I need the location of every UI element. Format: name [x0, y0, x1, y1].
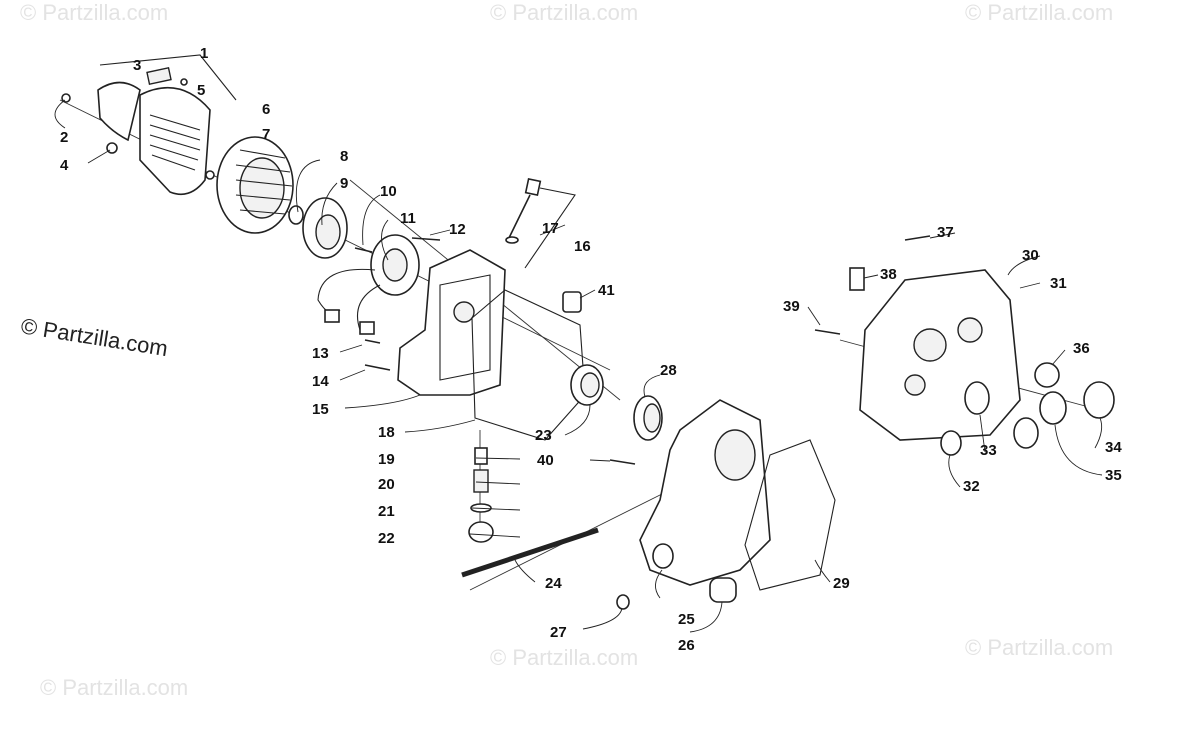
group-brackets	[99, 54, 576, 269]
bearings	[940, 362, 1115, 456]
callout-19: 19	[378, 451, 395, 468]
callout-25: 25	[678, 611, 695, 628]
callout-21: 21	[378, 503, 395, 520]
callout-8: 8	[340, 148, 348, 165]
callout-20: 20	[378, 476, 395, 493]
faint-watermarks: © Partzilla.com © Partzilla.com © Partzi…	[20, 0, 1113, 700]
oil-seals	[570, 364, 663, 441]
callout-23: 23	[535, 427, 552, 444]
callout-14: 14	[312, 373, 329, 390]
watermark-top-left: © Partzilla.com	[20, 0, 168, 25]
callout-33: 33	[980, 442, 997, 459]
watermark-bottom-center: © Partzilla.com	[490, 645, 638, 670]
callout-13: 13	[312, 345, 329, 362]
callout-39: 39	[783, 298, 800, 315]
callout-5: 5	[197, 82, 205, 99]
center-crankcase	[609, 399, 771, 586]
callout-3: 3	[133, 57, 141, 74]
oil-strainer-parts	[468, 447, 494, 543]
callout-29: 29	[833, 575, 850, 592]
flywheel-assembly	[205, 136, 348, 259]
callout-17: 17	[542, 220, 559, 237]
callout-34: 34	[1105, 439, 1122, 456]
right-gasket	[744, 439, 836, 591]
callout-2: 2	[60, 129, 68, 146]
callout-4: 4	[60, 157, 69, 174]
callout-labels: 1 2 3 4 5 6 7 8 9 10 11 12 13 14 15 16 1…	[60, 45, 1122, 654]
callout-35: 35	[1105, 467, 1122, 484]
callout-1: 1	[200, 45, 208, 62]
callout-36: 36	[1073, 340, 1090, 357]
callout-30: 30	[1022, 247, 1039, 264]
bushings	[616, 577, 737, 610]
watermark-main: © Partzilla.com	[19, 313, 169, 361]
callout-24: 24	[545, 575, 562, 592]
fan-shroud-assembly	[61, 67, 211, 196]
callout-41: 41	[598, 282, 615, 299]
callout-12: 12	[449, 221, 466, 238]
callout-15: 15	[312, 401, 329, 418]
callout-11: 11	[400, 210, 416, 227]
callout-27: 27	[550, 624, 567, 641]
watermark-bottom-left: © Partzilla.com	[40, 675, 188, 700]
stator-assembly	[317, 234, 441, 371]
leader-lines	[54, 99, 1103, 633]
right-crankcase-cover	[814, 235, 1021, 441]
callout-38: 38	[880, 266, 897, 283]
callout-22: 22	[378, 530, 395, 547]
callout-31: 31	[1050, 275, 1067, 292]
watermark-bottom-right: © Partzilla.com	[965, 635, 1113, 660]
callout-6: 6	[262, 101, 270, 118]
callout-37: 37	[937, 224, 954, 241]
watermark-top-center: © Partzilla.com	[490, 0, 638, 25]
dowel-41	[562, 291, 582, 313]
callout-40: 40	[537, 452, 554, 469]
callout-26: 26	[678, 637, 695, 654]
left-crankcase-cover	[397, 249, 506, 396]
stud-24	[461, 527, 599, 578]
callout-10: 10	[380, 183, 397, 200]
dipstick	[505, 177, 542, 244]
callout-32: 32	[963, 478, 980, 495]
callout-18: 18	[378, 424, 395, 441]
callout-28: 28	[660, 362, 677, 379]
callout-7: 7	[262, 126, 270, 143]
watermark-top-right: © Partzilla.com	[965, 0, 1113, 25]
callout-16: 16	[574, 238, 591, 255]
callout-9: 9	[340, 175, 348, 192]
